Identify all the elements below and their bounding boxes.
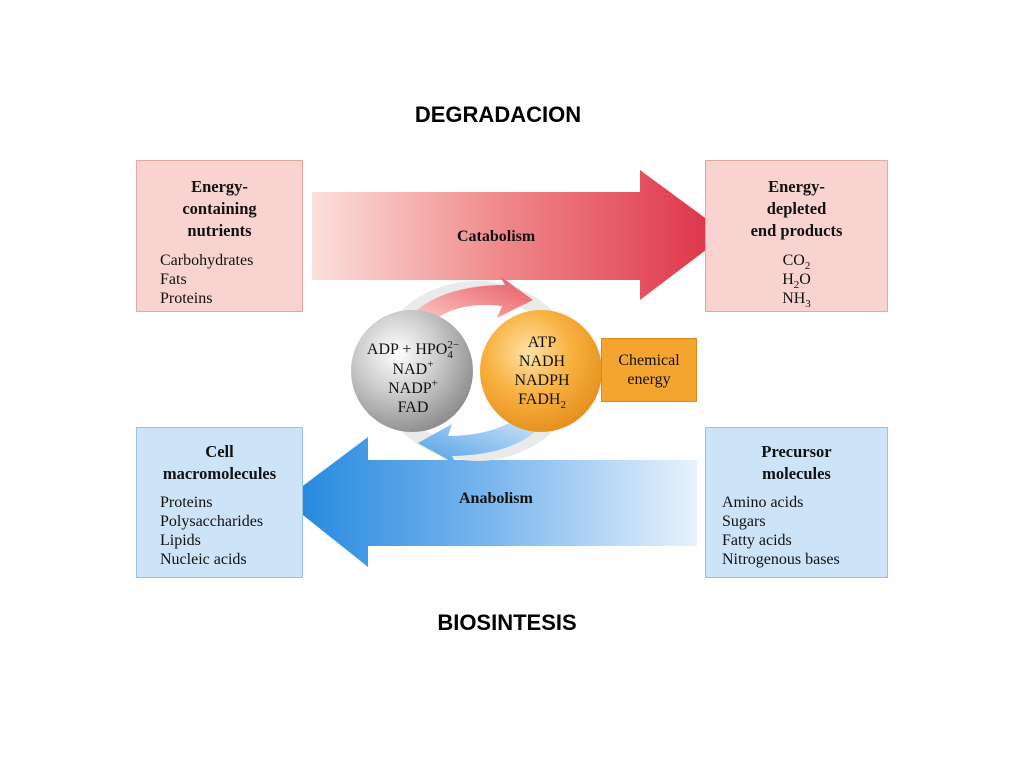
list-item: NH3 [782, 290, 811, 311]
list-item: Lipids [160, 532, 201, 549]
list-item: Sugars [722, 513, 766, 530]
biosynthesis-title: BIOSINTESIS [437, 610, 577, 635]
energy-depleted-products-box: Energy- depleted end products CO2 H2O NH… [705, 160, 888, 312]
small-red-arrow [408, 276, 533, 328]
list-item: Carbohydrates [160, 252, 254, 269]
nutrients-list: Carbohydrates Fats Proteins [160, 251, 302, 308]
list-item: H2O [782, 271, 811, 292]
precursor-molecules-box: Precursor molecules Amino acids Sugars F… [705, 427, 888, 578]
list-item: Polysaccharides [160, 513, 264, 530]
catabolism-label: Catabolism [457, 228, 536, 245]
energy-containing-nutrients-box: Energy- containing nutrients Carbohydrat… [136, 160, 303, 312]
list-item: Proteins [160, 494, 213, 511]
nutrients-heading: Energy- containing nutrients [182, 177, 257, 240]
chemical-energy-box: Chemical energy [601, 338, 697, 402]
list-item: Nitrogenous bases [722, 551, 840, 568]
low-energy-carriers-circle [351, 310, 473, 432]
high-energy-carriers-circle [480, 310, 602, 432]
catabolism-arrow [312, 170, 727, 300]
anabolism-label: Anabolism [459, 490, 533, 507]
macromolecules-heading: Cell macromolecules [162, 442, 277, 483]
cell-macromolecules-box: Cell macromolecules Proteins Polysacchar… [136, 427, 303, 578]
precursor-heading: Precursor molecules [761, 442, 832, 483]
list-item: CO2 [782, 252, 811, 273]
list-item: Amino acids [722, 494, 804, 511]
products-heading: Energy- depleted end products [750, 177, 843, 240]
products-list: CO2 H2O NH3 [706, 251, 887, 311]
list-item: Nucleic acids [160, 551, 247, 568]
anabolism-arrow [284, 437, 697, 567]
degradation-title: DEGRADACION [414, 102, 582, 127]
list-item: Fatty acids [722, 532, 792, 549]
list-item: Proteins [160, 290, 213, 307]
list-item: Fats [160, 271, 187, 288]
precursor-list: Amino acids Sugars Fatty acids Nitrogeno… [722, 493, 887, 569]
small-blue-arrow [418, 414, 542, 465]
high-energy-carriers-text: ATP NADH NADPH FADH2 [514, 334, 570, 412]
macromolecules-list: Proteins Polysaccharides Lipids Nucleic … [160, 493, 302, 569]
